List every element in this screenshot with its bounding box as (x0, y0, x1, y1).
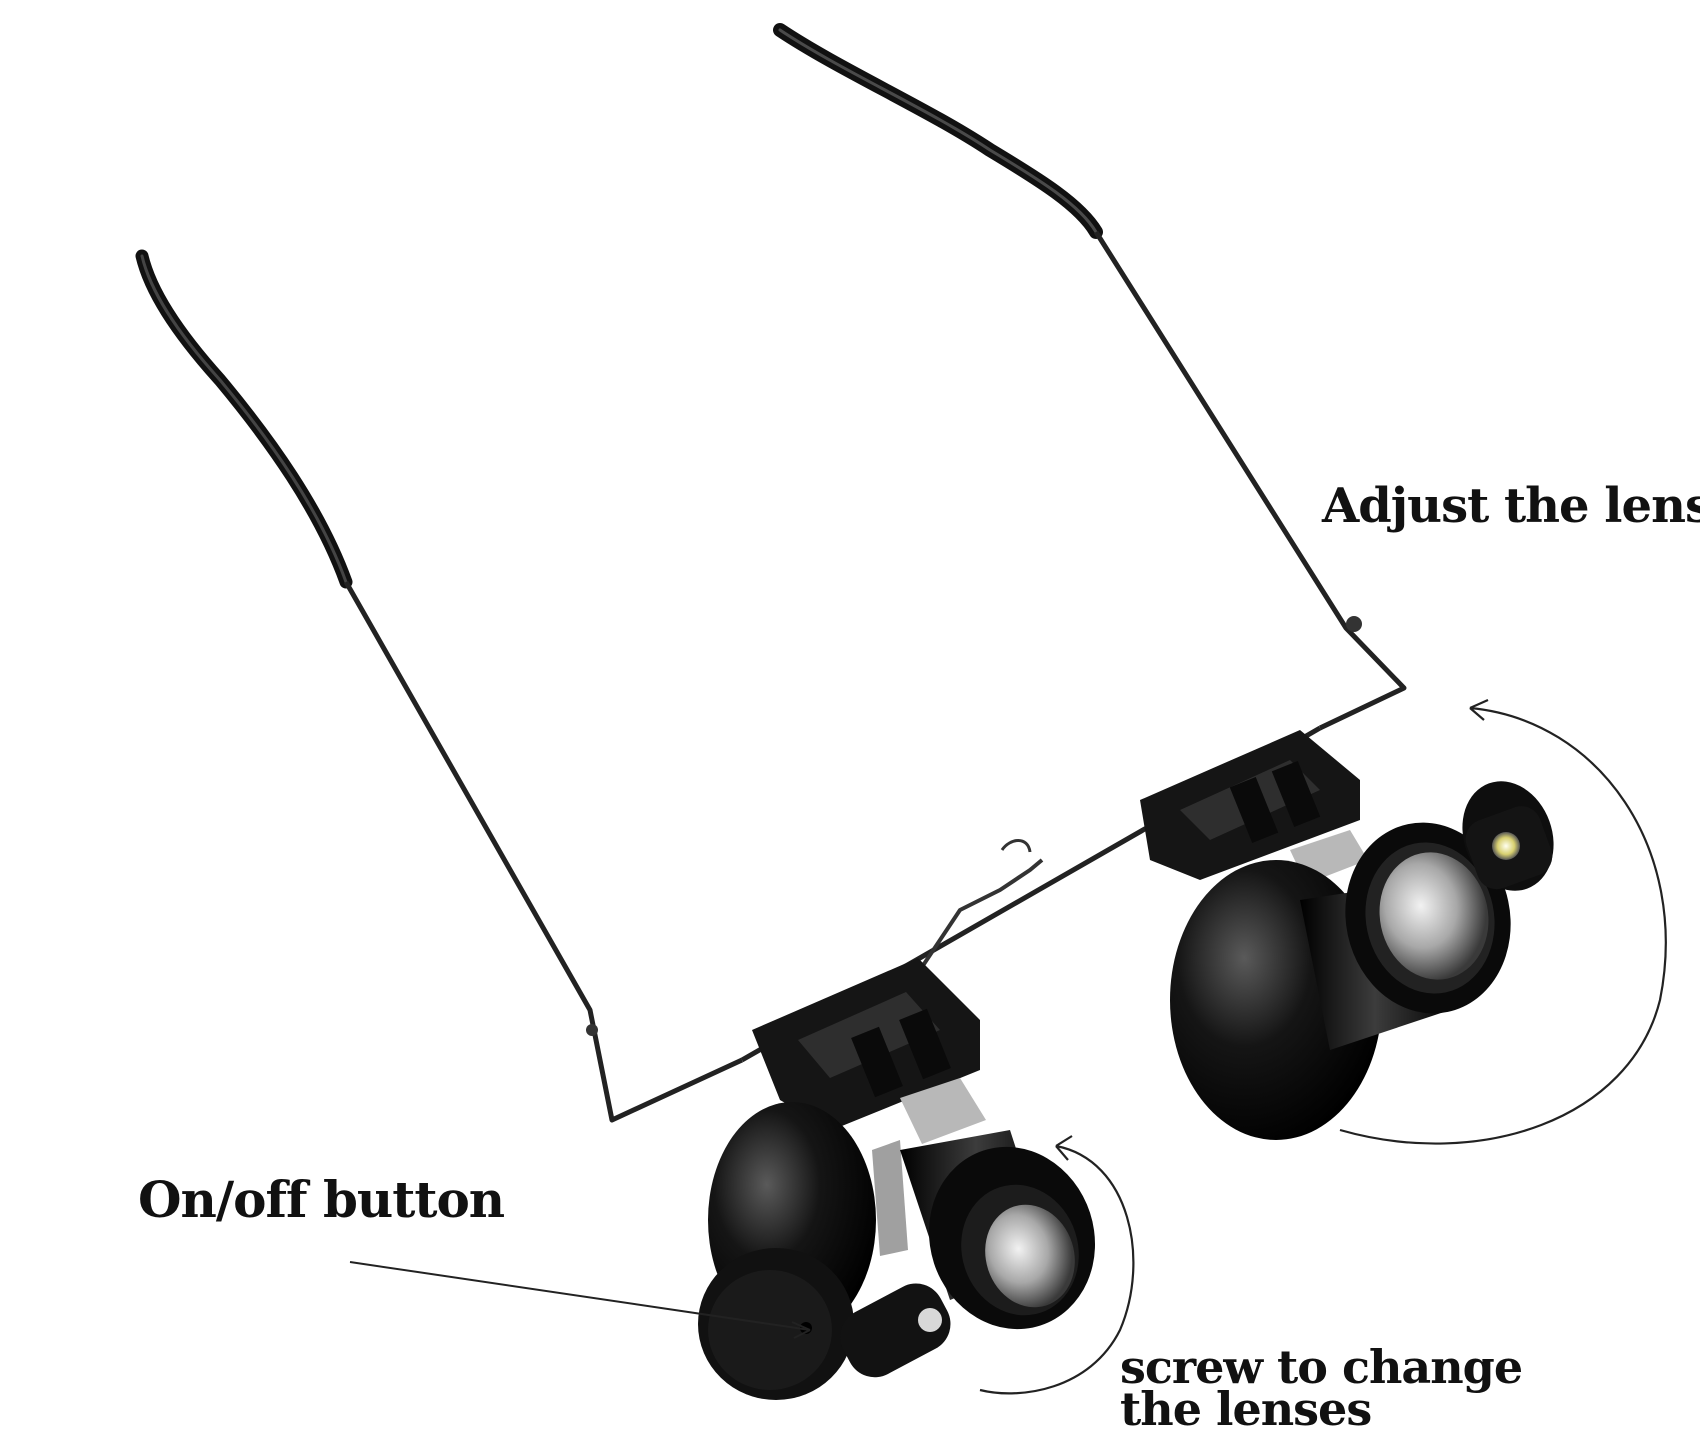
right-temple-arm (773, 23, 1407, 731)
right-loupe (1140, 698, 1667, 1145)
screw-label-line2: the lenses (1120, 1382, 1372, 1436)
left-loupe (349, 958, 1135, 1400)
left-temple-arm (135, 249, 744, 1123)
adjust-lens-label: Adjust the lens (1322, 478, 1700, 534)
screw-lenses-label: screw to change the lenses (1120, 1340, 1523, 1436)
screw-label-line1: screw to change (1120, 1340, 1523, 1394)
on-off-button-label: On/off button (138, 1170, 505, 1229)
